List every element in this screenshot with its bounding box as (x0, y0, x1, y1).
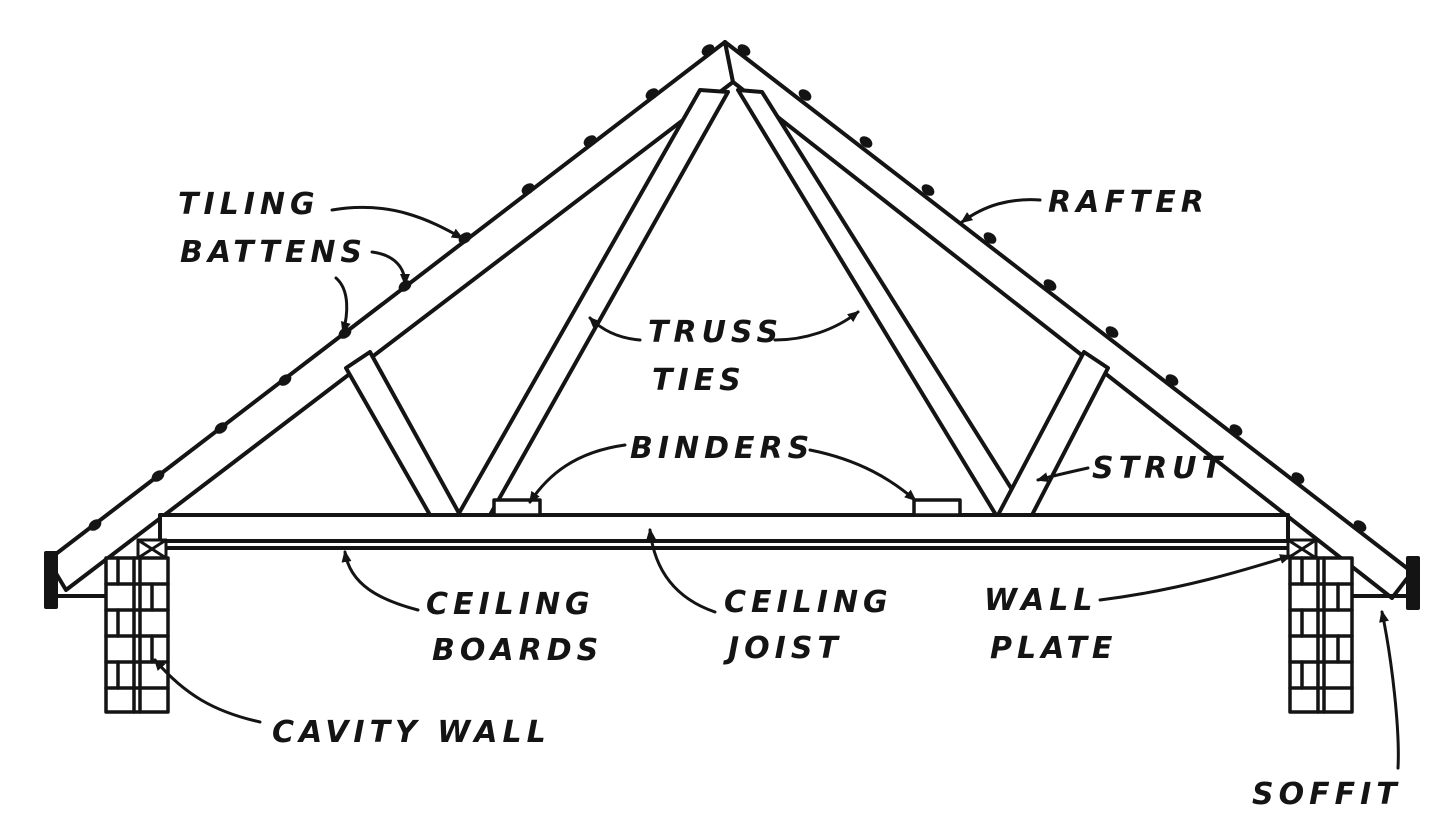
leader-rafter (960, 198, 1042, 224)
label-tiling: TILING (178, 187, 320, 222)
label-ceiling-1: CEILING (426, 587, 595, 622)
right-wall-plate (1286, 538, 1318, 560)
leader-soffit (1379, 610, 1400, 770)
label-soffit: SOFFIT (1252, 777, 1402, 812)
label-ties: TIES (652, 363, 746, 398)
label-cavity-wall: CAVITY WALL (272, 715, 551, 750)
label-rafter: RAFTER (1048, 185, 1209, 220)
leader-ceiling-joist (646, 528, 717, 614)
label-boards: BOARDS (432, 633, 603, 668)
right-cavity-wall (1288, 556, 1354, 714)
left-rafter (46, 40, 735, 592)
leader-truss-right (773, 310, 860, 342)
label-truss: TRUSS (648, 315, 783, 350)
left-strut (344, 350, 462, 517)
left-binder (492, 498, 542, 517)
leader-binders-left (528, 443, 627, 504)
label-wall: WALL (984, 583, 1097, 618)
label-plate: PLATE (990, 631, 1117, 666)
leader-binders-right (808, 448, 917, 502)
leader-tiling (330, 205, 464, 240)
label-ceiling-2: CEILING (724, 585, 893, 620)
label-binders: BINDERS (630, 431, 814, 466)
right-binder (912, 498, 962, 517)
leader-cavity-wall (153, 658, 262, 724)
label-joist: JOIST (723, 631, 843, 666)
label-strut: STRUT (1092, 451, 1227, 486)
right-fascia (1350, 556, 1420, 610)
leader-battens-1 (370, 250, 410, 286)
ceiling-joist (158, 513, 1290, 543)
right-strut (996, 350, 1110, 517)
left-wall-plate (136, 538, 168, 560)
tiling-battens (88, 44, 1367, 532)
left-cavity-wall (104, 556, 170, 714)
left-fascia (44, 551, 108, 609)
leader-strut (1036, 466, 1090, 483)
leader-wall-plate (1098, 554, 1292, 602)
leader-battens-2 (334, 276, 351, 334)
leader-ceiling-boards (341, 550, 420, 612)
label-battens: BATTENS (180, 235, 367, 270)
leader-truss-left (588, 316, 642, 342)
